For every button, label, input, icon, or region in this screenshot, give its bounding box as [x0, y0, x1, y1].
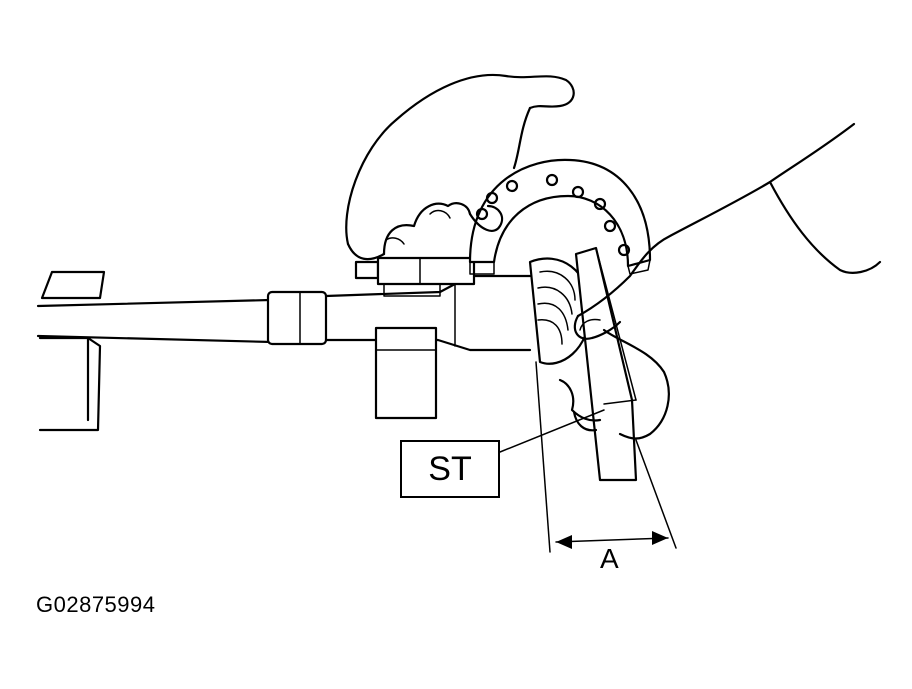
dimension-a-lines: [535, 361, 677, 553]
drive-shaft: [36, 274, 532, 352]
upper-hand: [345, 73, 575, 261]
micrometer-frame: [468, 158, 652, 275]
vise-jaw: [38, 270, 106, 432]
holder-block: [374, 326, 438, 420]
st-leader-line: [499, 409, 605, 453]
micrometer-spindle: [354, 256, 476, 297]
lower-hand: [558, 122, 882, 440]
dimension-a-label: A: [600, 543, 619, 574]
st-label-box: ST: [400, 440, 500, 498]
straight-edge-tool: [574, 246, 638, 482]
gear: [528, 257, 592, 365]
st-label: ST: [428, 449, 472, 488]
figure-id: G02875994: [36, 592, 156, 617]
